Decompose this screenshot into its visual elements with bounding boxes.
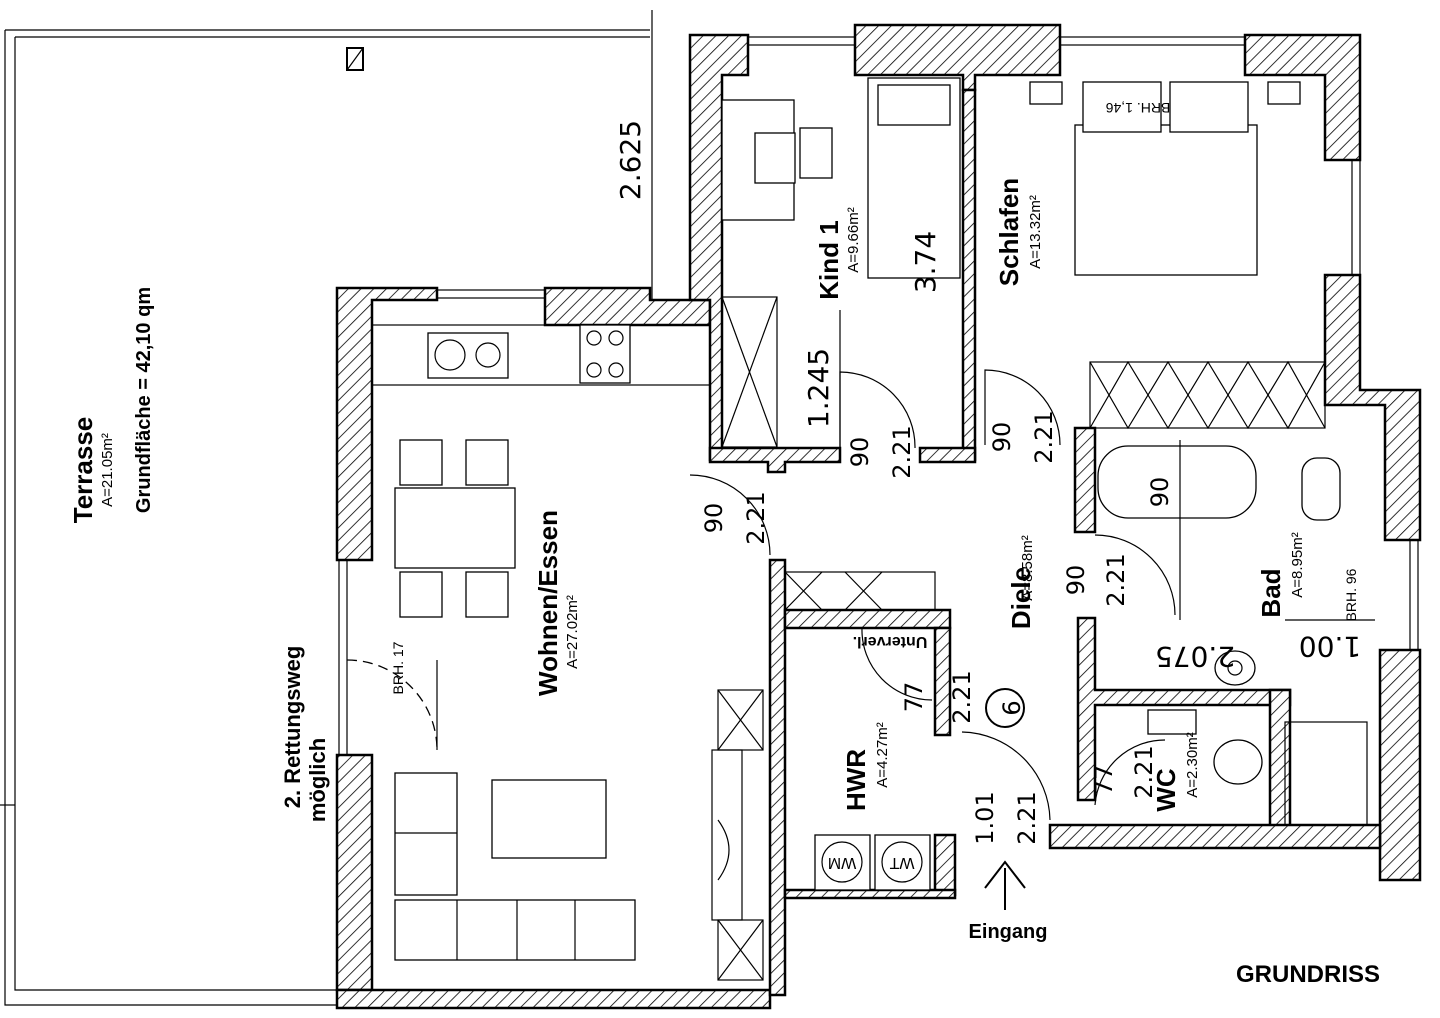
escape-route-line2: möglich (305, 738, 330, 822)
door-kind1-height: 2.21 (888, 425, 916, 478)
utility (784, 571, 936, 891)
brh-schlafen: BRH. 1,46 (1105, 100, 1170, 116)
terrace-area: A=21.05m² (99, 433, 116, 507)
dim-2625: 2.625 (614, 120, 647, 200)
terrace-name: Terrasse (68, 417, 98, 524)
room-schlafen-area: A=13.32m² (1027, 195, 1044, 269)
terrace-outline (0, 29, 650, 1006)
sofa (394, 772, 636, 961)
door-schlafen-width: 90 (988, 422, 1016, 453)
dryer-icon (874, 834, 931, 891)
room-kind1-area: A=9.66m² (845, 207, 862, 272)
room-wc-area: A=2.30m² (1184, 732, 1201, 797)
unterverteilung-label: Unterverl. (853, 633, 928, 650)
windows (338, 36, 1419, 756)
escape-route-line1: 2. Rettungsweg (280, 646, 305, 809)
bed (1029, 81, 1326, 430)
room-wohnen-area: A=27.02m² (564, 595, 581, 669)
washer-icon (814, 834, 871, 891)
door-schlafen-height: 2.21 (1030, 410, 1058, 463)
entrance-label: Eingang (969, 921, 1048, 943)
terrace-grundflaeche: Grundfläche = 42,10 qm (133, 287, 155, 513)
door-hwr-height: 2.21 (948, 670, 976, 723)
apartment-number-circle (985, 688, 1025, 728)
dim-374: 3.74 (909, 231, 942, 293)
room-diele-name: Diele (1006, 567, 1036, 629)
brh-bad: BRH. 96 (1343, 568, 1359, 621)
dim-100: 1.00 (1299, 630, 1361, 663)
dimension-lines (651, 10, 1375, 621)
room-wc-name: WC (1151, 768, 1181, 812)
door-wohnen-height: 2.21 (742, 491, 770, 544)
sink-icon (427, 332, 509, 379)
room-diele-area: A=8.58m² (1019, 535, 1036, 600)
room-wohnen-name: Wohnen/Essen (533, 510, 563, 696)
door-wc-height: 2.21 (1130, 745, 1158, 798)
stove-icon (579, 324, 631, 384)
door-kind1-width: 90 (846, 437, 874, 468)
kitchen (371, 324, 711, 386)
dryer-label: WT (889, 854, 914, 871)
door-swings (346, 369, 1176, 821)
door-bad-height: 2.21 (1102, 553, 1130, 606)
tv-cabinet (711, 689, 764, 981)
door-entrance-width: 1.01 (971, 791, 999, 844)
dim-1245: 1.245 (802, 348, 835, 428)
door-bath-tub-dim: 90 (1146, 477, 1174, 508)
washer-label: WM (828, 854, 856, 871)
kids-furniture (721, 77, 961, 448)
walls (335, 23, 1422, 1010)
apartment-number: 6 (998, 700, 1026, 715)
room-bad-area: A=8.95m² (1289, 532, 1306, 597)
drain-icon (346, 47, 364, 71)
door-wohnen-width: 90 (700, 503, 728, 534)
brh-wohnen: BRH. 17 (390, 641, 406, 694)
room-schlafen-name: Schlafen (994, 178, 1024, 286)
door-bad-width: 90 (1062, 565, 1090, 596)
room-hwr-area: A=4.27m² (874, 722, 891, 787)
room-bad-name: Bad (1256, 568, 1286, 617)
door-hwr-width: 77 (900, 682, 928, 713)
door-entrance-height: 2.21 (1013, 791, 1041, 844)
dim-2075: 2.075 (1155, 640, 1235, 673)
bathtub (1097, 445, 1368, 826)
door-wc-width: 77 (1090, 765, 1118, 796)
room-hwr-name: HWR (841, 749, 871, 811)
room-kind1-name: Kind 1 (814, 220, 844, 299)
entrance-arrow (984, 860, 1026, 910)
dining-table (394, 439, 516, 618)
plan-title: GRUNDRISS (1236, 961, 1380, 988)
